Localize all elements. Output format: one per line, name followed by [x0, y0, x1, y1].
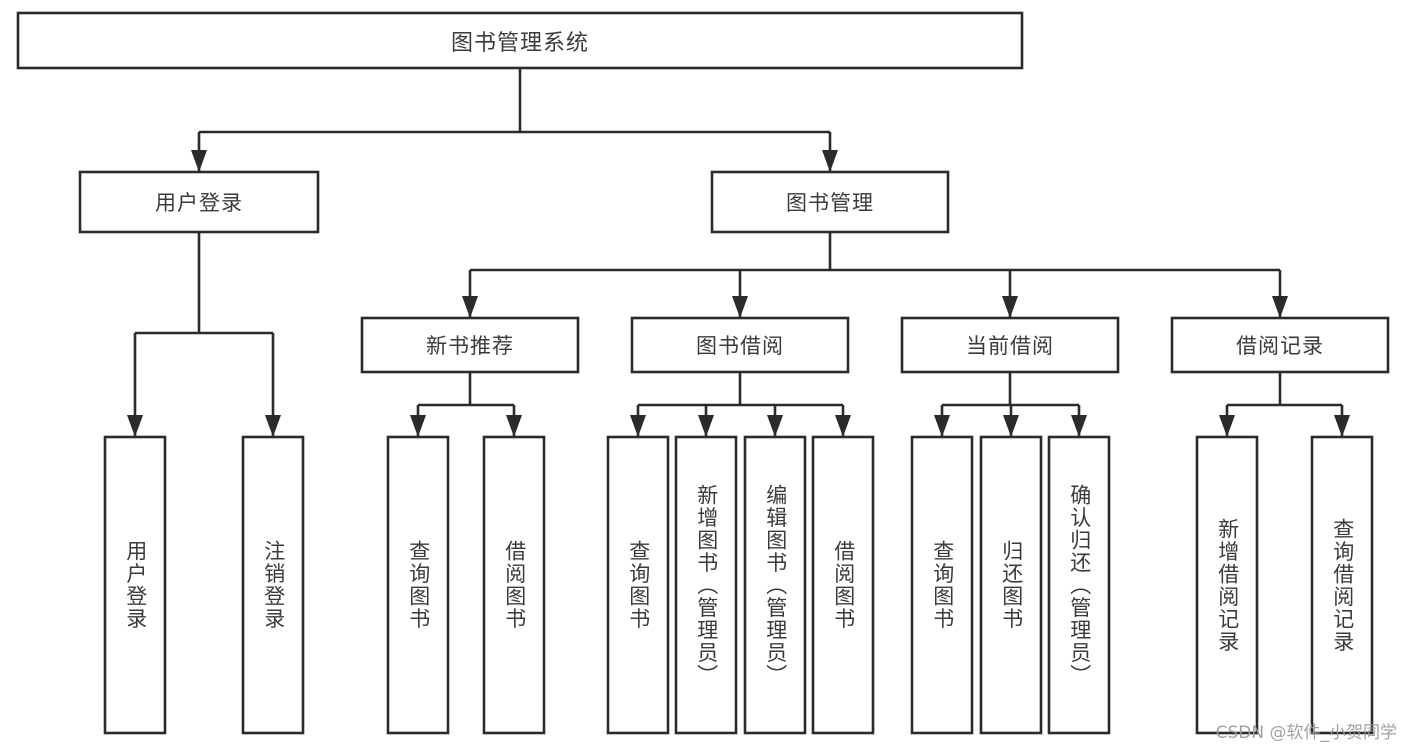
node-box-nbr-borrow[interactable]: [482, 435, 546, 735]
node-box-bb-edit[interactable]: [743, 435, 807, 735]
node-box-book-borrow[interactable]: [630, 316, 850, 374]
box-layer: [16, 11, 1390, 735]
arrow-head-icon-cb-confirm: [1071, 415, 1087, 437]
arrow-head-icon-nbr-borrow: [506, 415, 522, 437]
node-box-br-query[interactable]: [1310, 435, 1374, 735]
node-box-cb-return[interactable]: [979, 435, 1043, 735]
arrow-head-icon-cb-query: [934, 415, 950, 437]
arrow-head-icon-logout-do: [265, 415, 281, 437]
node-box-br-add[interactable]: [1195, 435, 1259, 735]
arrow-head-icon-nbr-query: [410, 415, 426, 437]
node-box-login-do[interactable]: [103, 435, 167, 735]
arrow-head-icon-login-do: [127, 415, 143, 437]
arrow-head-icon-br-query: [1334, 415, 1350, 437]
watermark-text: CSDN @软件_小贺同学: [1215, 723, 1397, 743]
node-box-logout-do[interactable]: [241, 435, 305, 735]
arrow-head-icon-new-book-rec: [462, 296, 478, 318]
arrow-head-icon-bb-borrow: [835, 415, 851, 437]
arrow-head-icon-bb-query: [630, 415, 646, 437]
node-box-book-admin[interactable]: [710, 170, 950, 234]
arrow-head-icon-book-admin: [822, 150, 838, 172]
arrow-head-icon-bb-edit: [767, 415, 783, 437]
arrow-head-icon-bb-add: [698, 415, 714, 437]
arrow-head-icon-borrow-record: [1272, 296, 1288, 318]
node-box-borrow-record[interactable]: [1170, 316, 1390, 374]
node-box-current-borrow[interactable]: [900, 316, 1120, 374]
node-box-root[interactable]: [16, 11, 1024, 70]
node-box-nbr-query[interactable]: [386, 435, 450, 735]
node-box-bb-query[interactable]: [606, 435, 670, 735]
node-box-bb-borrow[interactable]: [811, 435, 875, 735]
arrow-head-icon-cb-return: [1003, 415, 1019, 437]
arrow-head-icon-book-borrow: [732, 296, 748, 318]
arrow-head-icon-br-add: [1219, 415, 1235, 437]
node-box-cb-confirm[interactable]: [1047, 435, 1111, 735]
node-box-bb-add[interactable]: [674, 435, 738, 735]
connector-layer: [127, 68, 1350, 437]
node-box-cb-query[interactable]: [910, 435, 974, 735]
node-box-user-login[interactable]: [78, 170, 320, 234]
node-box-new-book-rec[interactable]: [360, 316, 580, 374]
arrow-head-icon-user-login: [191, 150, 207, 172]
arrow-head-icon-current-borrow: [1002, 296, 1018, 318]
